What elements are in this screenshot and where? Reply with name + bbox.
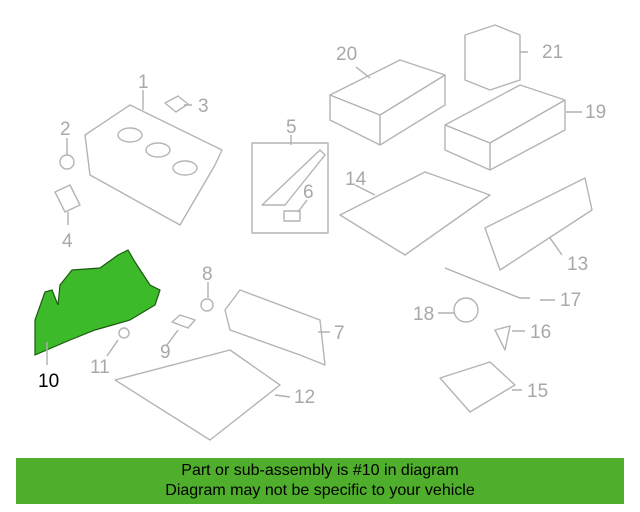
callout-3: 3 (198, 96, 209, 117)
callout-15: 15 (527, 381, 548, 402)
part-13-net[interactable] (484, 177, 593, 271)
banner-line-2: Diagram may not be specific to your vehi… (165, 482, 475, 499)
callout-8: 8 (202, 264, 213, 285)
callout-18: 18 (413, 304, 434, 325)
callout-19: 19 (585, 102, 606, 123)
callout-4: 4 (62, 231, 73, 252)
callout-5: 5 (286, 117, 297, 138)
part-6[interactable] (283, 210, 301, 222)
part-4[interactable] (54, 184, 81, 213)
part-7-panel[interactable] (224, 289, 326, 366)
part-11[interactable] (118, 327, 130, 339)
part-10-highlighted[interactable] (34, 249, 161, 356)
part-19-organizer[interactable] (444, 84, 566, 171)
parts-diagram: 1 2 3 4 5 6 7 8 9 10 11 12 13 14 15 16 1… (34, 24, 606, 441)
callout-7: 7 (334, 323, 345, 344)
callout-17: 17 (560, 290, 581, 311)
part-18[interactable] (453, 297, 479, 323)
part-9[interactable] (171, 314, 196, 329)
diagram-notice-banner: Part or sub-assembly is #10 in diagram D… (16, 458, 624, 504)
part-12-mat[interactable] (114, 349, 281, 441)
part-21-bag[interactable] (464, 24, 521, 91)
banner-line-1: Part or sub-assembly is #10 in diagram (181, 462, 459, 479)
part-16[interactable] (494, 325, 511, 351)
callout-11: 11 (90, 357, 110, 378)
part-1-shelf[interactable] (84, 104, 223, 226)
callout-13: 13 (567, 254, 588, 275)
callout-16: 16 (530, 322, 551, 343)
part-8[interactable] (200, 298, 214, 312)
callout-9: 9 (160, 342, 171, 363)
callout-14: 14 (345, 169, 367, 190)
callout-6: 6 (303, 182, 314, 203)
leader-lines (46, 51, 582, 398)
callout-1: 1 (138, 72, 149, 93)
part-14-tray[interactable] (339, 171, 491, 256)
callout-21: 21 (542, 42, 563, 63)
callout-20: 20 (336, 44, 357, 65)
part-15-jack[interactable] (439, 361, 516, 413)
callout-10: 10 (38, 371, 59, 392)
part-2[interactable] (59, 154, 75, 170)
part-3[interactable] (164, 95, 189, 113)
callout-12: 12 (294, 387, 315, 408)
callout-2: 2 (60, 119, 71, 140)
part-17-rod[interactable] (444, 267, 530, 299)
part-20-organizer[interactable] (329, 59, 446, 146)
